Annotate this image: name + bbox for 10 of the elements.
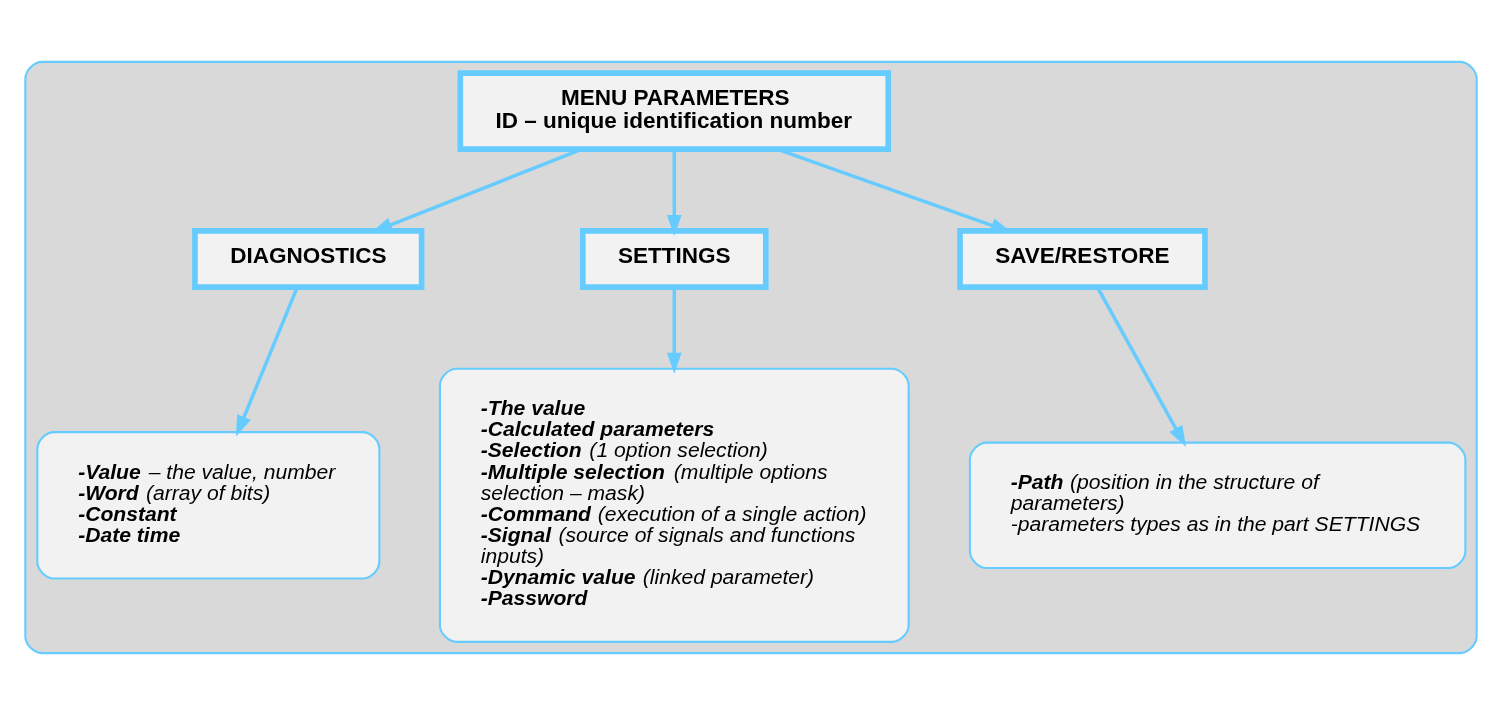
node-box: -Value – the value, number -Word (array of bits) -Constant -Date time	[36, 431, 381, 580]
node-box: MENU PARAMETERS ID – unique identification number	[457, 70, 892, 152]
node-box: DIAGNOSTICS	[192, 228, 425, 290]
node-box: -Path (position in the structure of parameters) -parameters types as in the part SETTINGS	[968, 441, 1467, 569]
node-box: SAVE/RESTORE	[957, 228, 1208, 290]
node-box: -The value -Calculated parameters -Selection (1 option selection) -Multiple selection (multiple options selection – mask) -Command (execution of a single action) -Signal (source of signals and functions inputs) -Dynamic value (linked parameter) -Password	[438, 367, 910, 643]
cluster	[24, 60, 1478, 655]
arrow	[666, 149, 682, 237]
arrow	[666, 287, 682, 374]
node-box: SETTINGS	[579, 228, 769, 290]
